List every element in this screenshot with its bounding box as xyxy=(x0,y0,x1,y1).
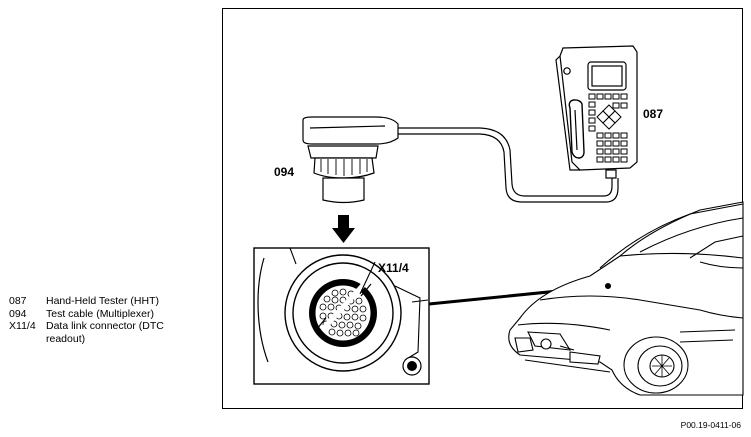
connector-detail-inset xyxy=(253,247,430,385)
legend-description: Test cable (Multiplexer) xyxy=(46,307,154,320)
test-cable-drawing xyxy=(398,127,619,203)
legend-code: 094 xyxy=(9,307,27,320)
figure-id: P00.19-0411-06 xyxy=(680,420,741,430)
hand-held-tester-drawing xyxy=(555,45,638,179)
callout-connector: X11/4 xyxy=(378,261,409,275)
multiplexer-connector-drawing xyxy=(302,116,399,204)
legend-item: 094 Test cable (Multiplexer) xyxy=(9,308,196,321)
callout-tester: 087 xyxy=(643,107,663,121)
legend-description: Data link connector (DTC readout) xyxy=(46,320,164,345)
legend-item: X11/4 Data link connector (DTC readout) xyxy=(9,320,196,345)
insert-direction-arrow xyxy=(332,215,355,243)
legend: 087 Hand-Held Tester (HHT) 094 Test cabl… xyxy=(9,295,196,345)
callout-cable: 094 xyxy=(274,165,294,179)
legend-code: 087 xyxy=(9,295,27,307)
legend-description: Hand-Held Tester (HHT) xyxy=(46,295,160,307)
legend-item: 087 Hand-Held Tester (HHT) xyxy=(9,295,196,308)
legend-code: X11/4 xyxy=(9,320,36,332)
vehicle-drawing xyxy=(508,201,744,396)
